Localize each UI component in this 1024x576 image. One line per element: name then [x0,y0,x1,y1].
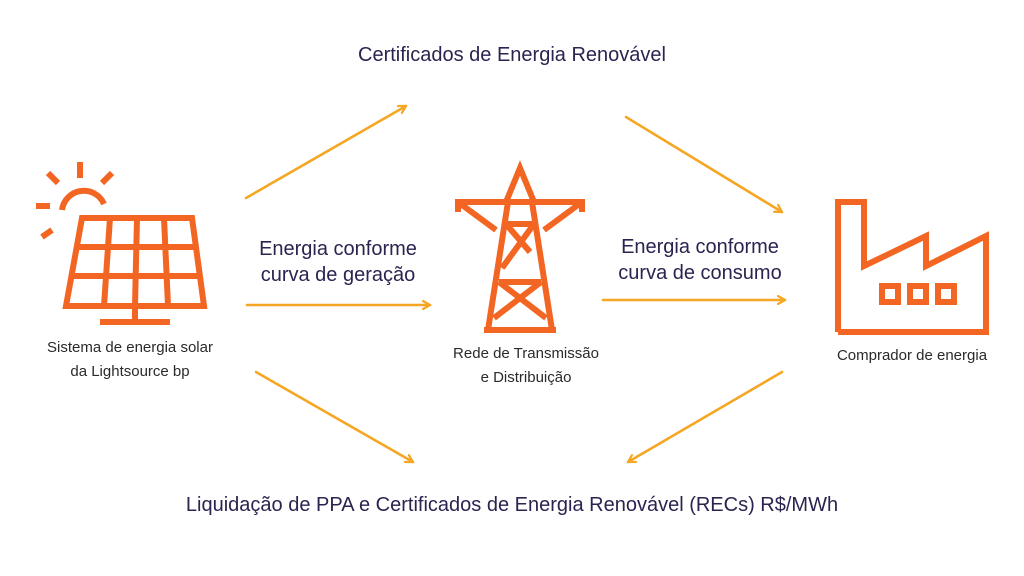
solar-label-line-1: Sistema de energia solar [47,339,213,356]
solar-label-line-2: da Lightsource bp [70,363,190,380]
top-title: Certificados de Energia Renovável [358,44,666,66]
transmission-tower-icon [455,160,585,333]
generation-flow-label: Energia conforme curva de geração [238,236,438,288]
buyer-node-label: Comprador de energia [812,344,1012,368]
generation-flow-line-2: curva de geração [260,264,416,286]
bottom-title: Liquidação de PPA e Certificados de Ener… [185,494,839,516]
arrow-certificates-to-buyer [624,115,784,214]
grid-label-line-1: Rede de Transmissão [453,345,599,362]
generation-flow-line-1: Energia conforme [259,238,417,260]
grid-node-label: Rede de Transmissão e Distribuição [416,342,636,390]
arrow-solar-to-certificates [244,104,408,200]
consumption-flow-line-2: curva de consumo [618,262,782,284]
factory-icon [835,199,989,335]
solar-panel-icon [36,162,208,325]
consumption-flow-line-1: Energia conforme [621,236,779,258]
arrow-buyer-to-settlement [626,370,784,464]
consumption-flow-label: Energia conforme curva de consumo [600,234,800,286]
buyer-label-line-1: Comprador de energia [836,347,988,364]
solar-node-label: Sistema de energia solar da Lightsource … [20,336,240,384]
arrow-solar-to-settlement [254,370,415,464]
grid-label-line-2: e Distribuição [480,369,572,386]
